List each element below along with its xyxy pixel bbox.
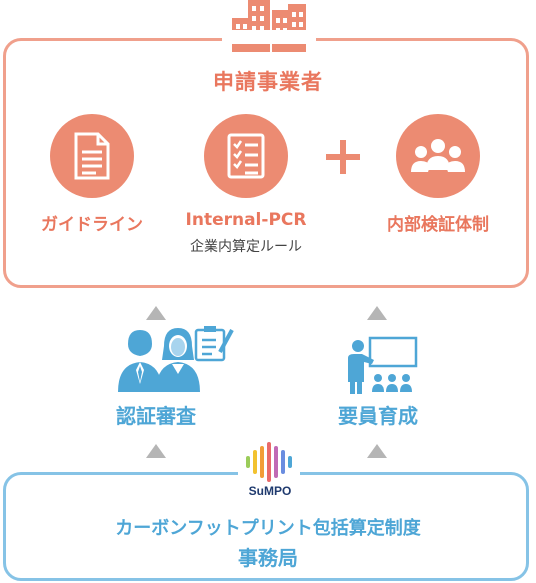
arrow-up-left-top — [146, 306, 166, 320]
office-line2: 事務局 — [238, 546, 298, 570]
arrow-up-right-top — [367, 306, 387, 320]
sumpo-logo-text: SuMPO — [248, 484, 292, 498]
plus-sign — [326, 140, 360, 174]
checklist-icon — [227, 133, 265, 179]
arrow-up-right-bottom — [367, 444, 387, 458]
verification-label: 内部検証体制 — [387, 215, 489, 235]
document-icon — [74, 132, 110, 180]
training-icon — [340, 336, 420, 396]
pcr-circle — [204, 114, 288, 198]
guideline-label: ガイドライン — [41, 215, 143, 235]
office-line1: カーボンフットプリント包括算定制度 — [115, 518, 421, 539]
pcr-label: Internal-PCR — [185, 210, 307, 230]
arrow-up-left-bottom — [146, 444, 166, 458]
applicant-title: 申請事業者 — [213, 70, 323, 94]
group-icon — [411, 139, 465, 172]
staff-training-label: 要員育成 — [338, 404, 418, 428]
sumpo-logo: SuMPO — [240, 440, 300, 500]
pcr-sublabel: 企業内算定ルール — [190, 239, 302, 255]
guideline-circle — [50, 114, 134, 198]
verification-circle — [396, 114, 480, 198]
certification-review-label: 認証審査 — [116, 404, 196, 428]
reviewers-icon — [116, 322, 236, 394]
